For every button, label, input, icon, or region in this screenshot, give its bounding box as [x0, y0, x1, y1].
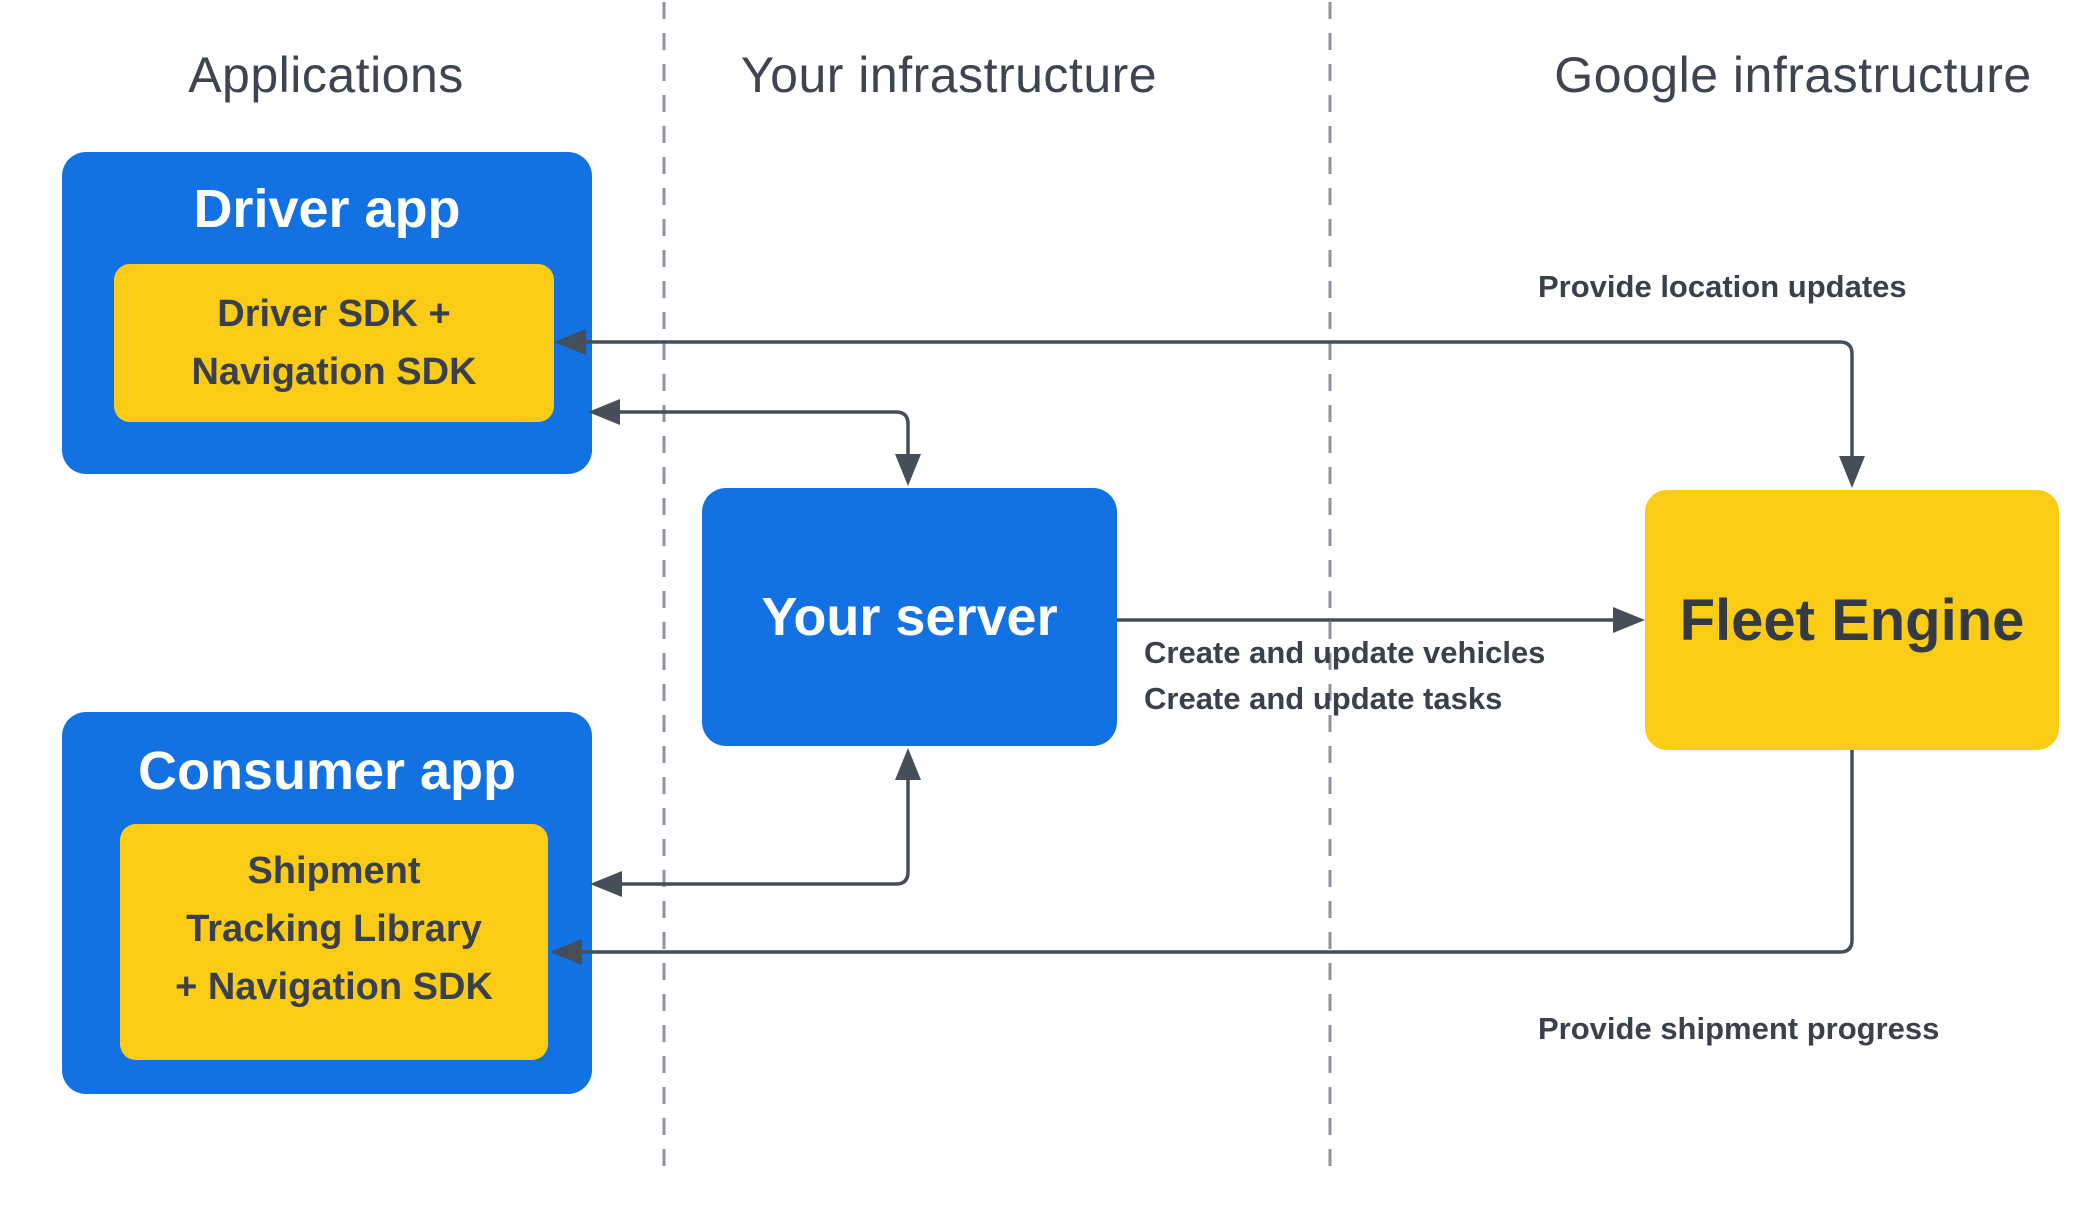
shipment-library-line-2: Tracking Library [186, 908, 482, 950]
arrowhead-up-icon [895, 748, 921, 780]
arrow-shipment-progress [550, 750, 1854, 965]
arrowhead-right-icon [1613, 607, 1645, 633]
fleet-engine-node: Fleet Engine [1645, 490, 2059, 750]
label-provide-shipment-progress: Provide shipment progress [1538, 1011, 1940, 1046]
arrowhead-down-icon [895, 454, 921, 486]
column-header-your-infrastructure: Your infrastructure [740, 47, 1158, 103]
shipment-library-line-3: + Navigation SDK [175, 966, 493, 1008]
shipment-library-line-1: Shipment [247, 850, 421, 892]
driver-sdk-line-1: Driver SDK + [217, 293, 451, 335]
label-create-update-vehicles: Create and update vehicles [1144, 635, 1546, 670]
arrow-location-updates [554, 329, 1865, 488]
label-create-update-tasks: Create and update tasks [1144, 681, 1503, 716]
arrowhead-left-icon [590, 871, 622, 897]
arrow-driver-app-your-server [588, 399, 921, 486]
arrow-consumer-app-your-server [590, 748, 921, 897]
driver-sdk-node: Driver SDK + Navigation SDK [114, 264, 554, 422]
consumer-app-title: Consumer app [137, 741, 517, 801]
label-create-update: Create and update vehicles Create and up… [1144, 630, 1545, 722]
fleet-engine-title: Fleet Engine [1679, 587, 2025, 653]
shipment-tracking-library-node: Shipment Tracking Library + Navigation S… [120, 824, 548, 1060]
arrowhead-down-icon [1839, 456, 1865, 488]
your-server-node: Your server [702, 488, 1117, 746]
column-header-google-infrastructure: Google infrastructure [1554, 47, 2032, 103]
arrowhead-left-icon [588, 399, 620, 425]
your-server-title: Your server [761, 587, 1058, 647]
driver-sdk-line-2: Navigation SDK [191, 351, 477, 393]
column-header-applications: Applications [188, 47, 464, 103]
label-provide-location-updates: Provide location updates [1538, 269, 1907, 304]
driver-app-title: Driver app [193, 179, 461, 239]
